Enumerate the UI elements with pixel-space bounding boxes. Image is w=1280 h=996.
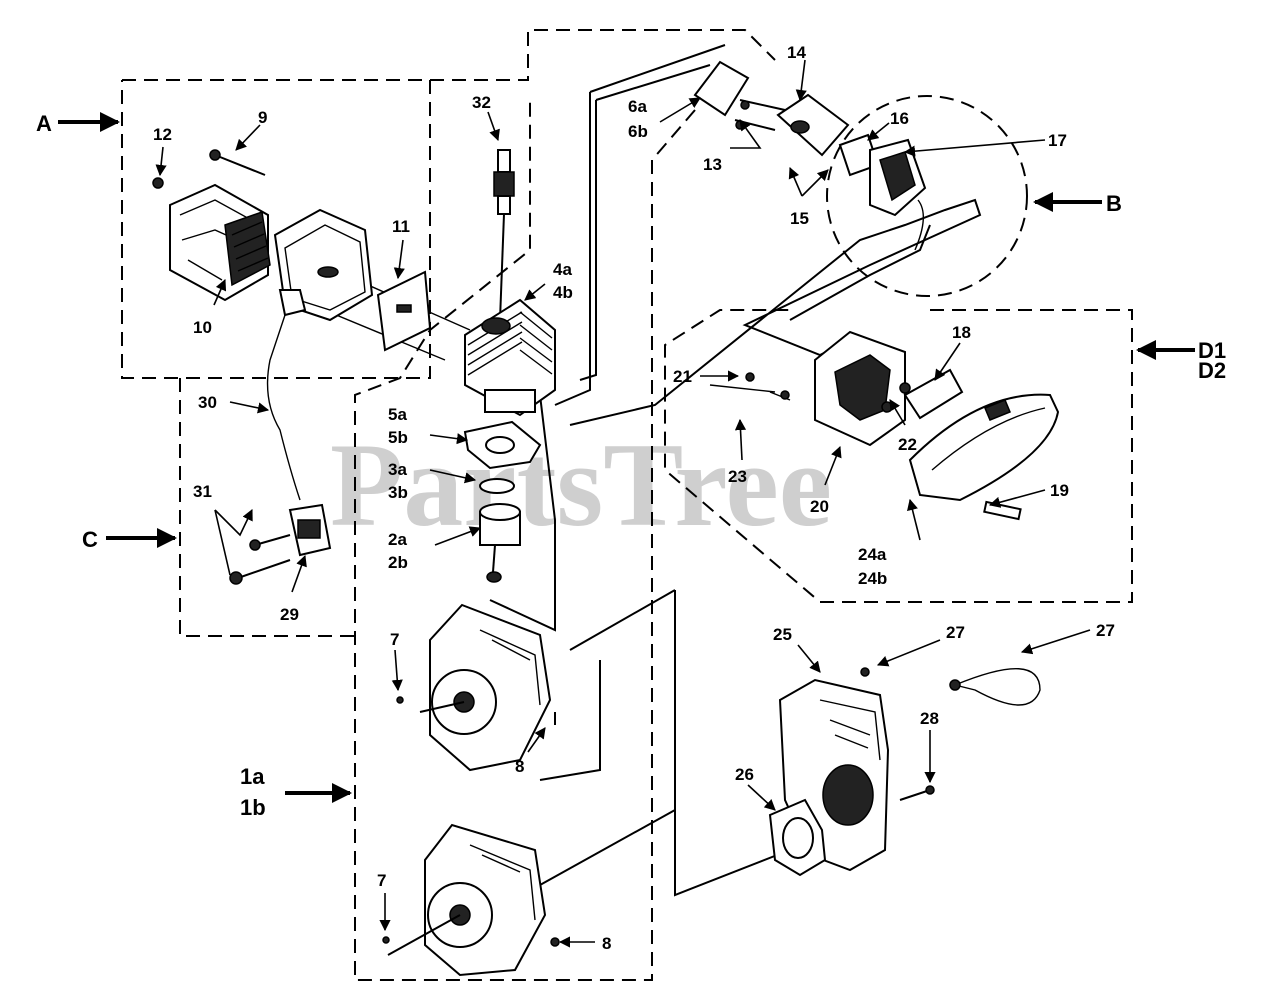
connector-line bbox=[589, 44, 726, 93]
callout-4b: 4b bbox=[553, 283, 573, 302]
callout-6a: 6a bbox=[628, 97, 647, 116]
group-label-b: B bbox=[1106, 191, 1122, 216]
crankcase-icon bbox=[382, 823, 560, 977]
ignition-coil-icon bbox=[229, 289, 332, 585]
connector-line bbox=[569, 198, 982, 426]
callout-16: 16 bbox=[890, 109, 909, 128]
group-label-1a: 1a bbox=[240, 764, 265, 789]
callout-26: 26 bbox=[735, 765, 754, 784]
spark-plug-icon bbox=[493, 149, 515, 321]
callout-25: 25 bbox=[773, 625, 792, 644]
crankcase-icon bbox=[396, 603, 556, 772]
callout-5b: 5b bbox=[388, 428, 408, 447]
connector-line bbox=[489, 394, 556, 632]
group-label-c: C bbox=[82, 527, 98, 552]
callout-10: 10 bbox=[193, 318, 212, 337]
callout-8-top: 8 bbox=[515, 757, 524, 776]
connector-line bbox=[539, 660, 601, 781]
connector-line bbox=[595, 64, 711, 101]
callout-6b: 6b bbox=[628, 122, 648, 141]
callout-22: 22 bbox=[898, 435, 917, 454]
air-filter-icon bbox=[709, 330, 1060, 521]
group-label-1b: 1b bbox=[240, 795, 266, 820]
callout-14: 14 bbox=[787, 43, 806, 62]
gasket-hole bbox=[782, 817, 814, 859]
callout-2b: 2b bbox=[388, 553, 408, 572]
group-1-boundary-right bbox=[354, 100, 696, 981]
group-b-boundary bbox=[826, 95, 1028, 297]
group-1-boundary bbox=[430, 29, 776, 81]
callout-13: 13 bbox=[703, 155, 722, 174]
callout-7-bottom: 7 bbox=[377, 871, 386, 890]
callout-15: 15 bbox=[790, 209, 809, 228]
piston-icon bbox=[479, 503, 521, 583]
callout-3a: 3a bbox=[388, 460, 407, 479]
screw-icon bbox=[152, 149, 266, 189]
piston-ring-icon bbox=[479, 478, 515, 494]
callout-8-bottom: 8 bbox=[602, 934, 611, 953]
callout-4a: 4a bbox=[553, 260, 572, 279]
callout-24a: 24a bbox=[858, 545, 887, 564]
connector-line bbox=[579, 100, 597, 381]
callout-19: 19 bbox=[1050, 481, 1069, 500]
group-label-a: A bbox=[36, 111, 52, 136]
callout-18: 18 bbox=[952, 323, 971, 342]
callout-27-left: 27 bbox=[946, 623, 965, 642]
connector-line bbox=[789, 224, 931, 321]
callout-20: 20 bbox=[810, 497, 829, 516]
group-c-boundary bbox=[179, 378, 355, 637]
callout-17: 17 bbox=[1048, 131, 1067, 150]
callout-5a: 5a bbox=[388, 405, 407, 424]
connector-line bbox=[554, 92, 591, 406]
callout-29: 29 bbox=[280, 605, 299, 624]
callout-28: 28 bbox=[920, 709, 939, 728]
callout-30: 30 bbox=[198, 393, 217, 412]
group-d-boundary bbox=[664, 309, 1133, 603]
callout-32: 32 bbox=[472, 93, 491, 112]
group-label-d2: D2 bbox=[1198, 358, 1226, 383]
callout-12: 12 bbox=[153, 125, 172, 144]
callout-2a: 2a bbox=[388, 530, 407, 549]
callout-7-top: 7 bbox=[390, 630, 399, 649]
callout-24b: 24b bbox=[858, 569, 887, 588]
gasket-hole bbox=[485, 436, 515, 454]
connector-line bbox=[674, 590, 791, 897]
connector-line bbox=[569, 589, 676, 651]
callout-21: 21 bbox=[673, 367, 692, 386]
callout-9: 9 bbox=[258, 108, 267, 127]
callout-27-right: 27 bbox=[1096, 621, 1115, 640]
callout-3b: 3b bbox=[388, 483, 408, 502]
cylinder-icon bbox=[464, 298, 556, 417]
group-label-d1: D1 bbox=[1198, 338, 1226, 363]
screw-icon bbox=[899, 785, 935, 801]
callout-31: 31 bbox=[193, 482, 212, 501]
carburetor-icon bbox=[693, 60, 927, 251]
connector-line bbox=[539, 809, 676, 886]
watermark: PartsTree bbox=[330, 418, 832, 551]
callout-leaders bbox=[155, 59, 1091, 948]
callout-11: 11 bbox=[392, 217, 410, 236]
callout-23: 23 bbox=[728, 467, 747, 486]
group-a-boundary bbox=[121, 79, 431, 379]
